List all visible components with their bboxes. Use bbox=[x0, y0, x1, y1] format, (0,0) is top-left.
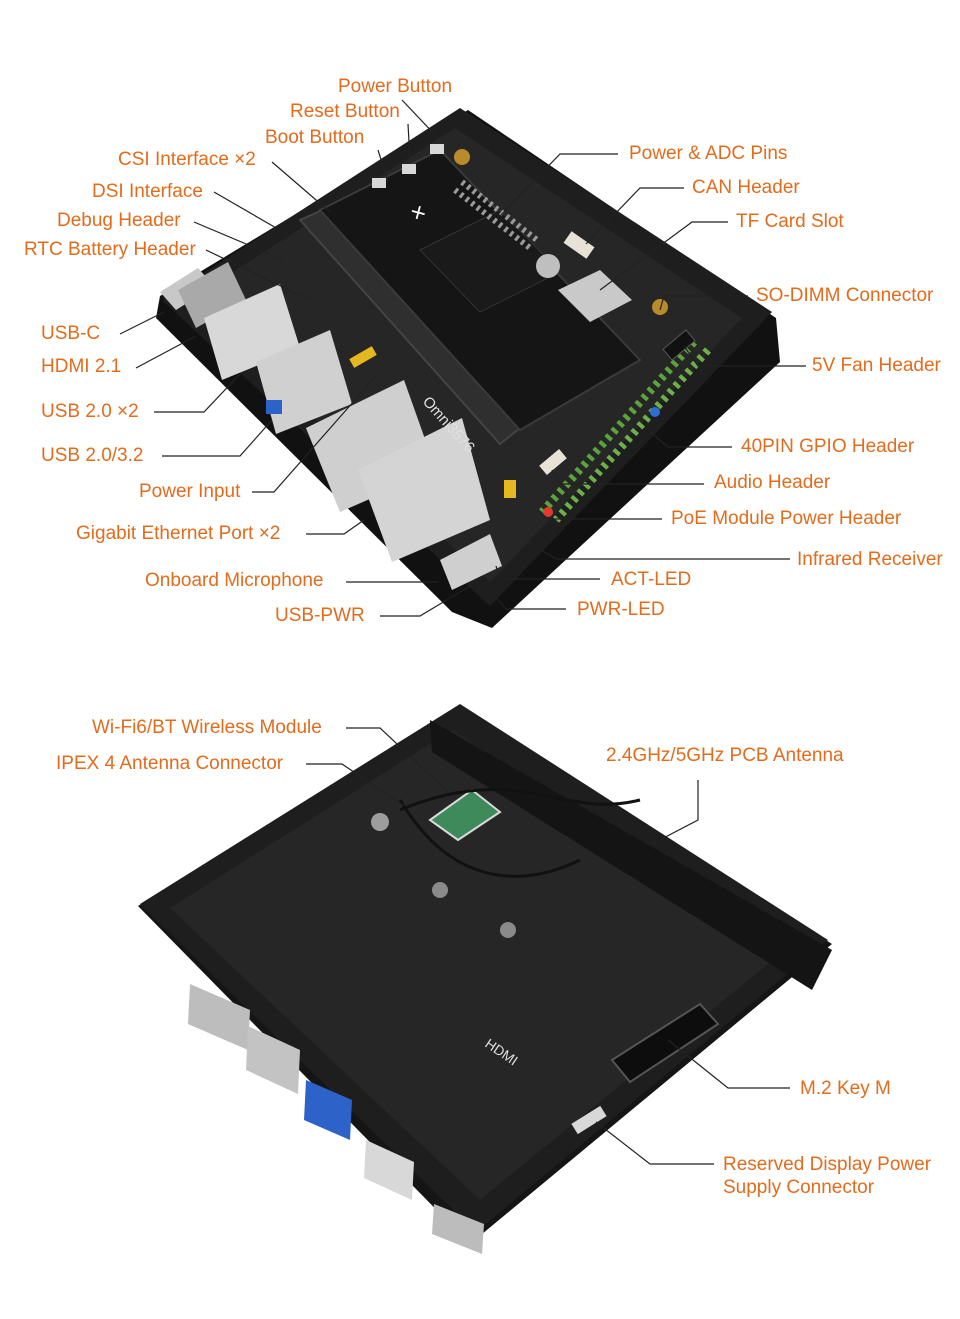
label-so-dimm-connector: SO-DIMM Connector bbox=[756, 285, 934, 306]
screw bbox=[432, 882, 448, 898]
label-power-input: Power Input bbox=[139, 481, 241, 502]
antenna-cable bbox=[399, 788, 641, 812]
label-csi-interface: CSI Interface ×2 bbox=[118, 149, 256, 170]
label-can-header: CAN Header bbox=[692, 177, 800, 198]
label-pwr-led: PWR-LED bbox=[577, 599, 665, 620]
label-gpio-header: 40PIN GPIO Header bbox=[741, 436, 915, 457]
boot-button bbox=[372, 178, 386, 188]
display-power-connector bbox=[571, 1105, 607, 1135]
capacitor bbox=[536, 254, 560, 278]
label-reset-button: Reset Button bbox=[290, 101, 400, 122]
usb32-blue-tab bbox=[266, 400, 282, 414]
label-m2-key-m: M.2 Key M bbox=[800, 1078, 891, 1099]
power-button bbox=[430, 144, 444, 154]
top-device: ✕ bbox=[156, 108, 780, 628]
io-ports bbox=[160, 262, 502, 590]
power-input-pins bbox=[349, 346, 377, 368]
screw bbox=[500, 922, 516, 938]
bottom-usb20 bbox=[364, 1140, 414, 1200]
bottom-usbc bbox=[432, 1204, 484, 1254]
label-audio-header: Audio Header bbox=[714, 472, 831, 493]
label-pcb-antenna: 2.4GHz/5GHz PCB Antenna bbox=[606, 745, 844, 766]
label-act-led: ACT-LED bbox=[611, 569, 692, 590]
power-adc-pins bbox=[453, 179, 539, 251]
label-dsi-interface: DSI Interface bbox=[92, 181, 203, 202]
antenna-cable bbox=[398, 799, 581, 878]
hdmi-port bbox=[178, 262, 246, 328]
label-usb-pwr: USB-PWR bbox=[275, 605, 365, 626]
label-rtc-battery-header: RTC Battery Header bbox=[24, 239, 196, 260]
screw bbox=[371, 813, 389, 831]
fan-header bbox=[662, 329, 696, 361]
label-gigabit-ethernet: Gigabit Ethernet Port ×2 bbox=[76, 523, 281, 544]
reset-button bbox=[402, 164, 416, 174]
standoff bbox=[454, 149, 470, 165]
m2-slot bbox=[610, 1002, 720, 1084]
antenna-channel bbox=[430, 720, 832, 990]
can-header bbox=[563, 231, 595, 259]
label-wifi-module: Wi-Fi6/BT Wireless Module bbox=[92, 717, 322, 738]
top-leaders bbox=[119, 99, 806, 617]
label-display-power-1: Reserved Display Power bbox=[723, 1154, 932, 1175]
bottom-usb32 bbox=[304, 1080, 352, 1140]
standoff bbox=[652, 299, 668, 315]
label-display-power-2: Supply Connector bbox=[723, 1177, 875, 1198]
usb-pwr-port bbox=[440, 534, 502, 590]
audio-header bbox=[539, 449, 567, 475]
label-poe-header: PoE Module Power Header bbox=[671, 508, 902, 529]
label-usb20x2: USB 2.0 ×2 bbox=[41, 401, 139, 422]
bottom-ethernet-1 bbox=[188, 984, 250, 1050]
bottom-ethernet-2 bbox=[246, 1026, 300, 1094]
label-boot-button: Boot Button bbox=[265, 127, 365, 148]
label-fan-header: 5V Fan Header bbox=[812, 355, 941, 376]
ethernet-port-2 bbox=[358, 418, 490, 562]
label-power-adc-pins: Power & ADC Pins bbox=[629, 143, 788, 164]
label-infrared-receiver: Infrared Receiver bbox=[797, 549, 943, 570]
soc-chip bbox=[419, 209, 561, 313]
label-tf-card-slot: TF Card Slot bbox=[736, 211, 844, 232]
bottom-leaders bbox=[306, 727, 790, 1165]
label-usb2032: USB 2.0/3.2 bbox=[41, 445, 144, 466]
tf-card bbox=[558, 270, 632, 322]
label-onboard-microphone: Onboard Microphone bbox=[145, 570, 324, 591]
label-usb-c: USB-C bbox=[41, 323, 101, 344]
wifi-module bbox=[428, 788, 502, 842]
poe-header bbox=[504, 480, 516, 498]
label-debug-header: Debug Header bbox=[57, 210, 181, 231]
label-power-button: Power Button bbox=[338, 76, 453, 97]
label-hdmi: HDMI 2.1 bbox=[41, 356, 122, 377]
label-ipex-connector: IPEX 4 Antenna Connector bbox=[56, 753, 284, 774]
